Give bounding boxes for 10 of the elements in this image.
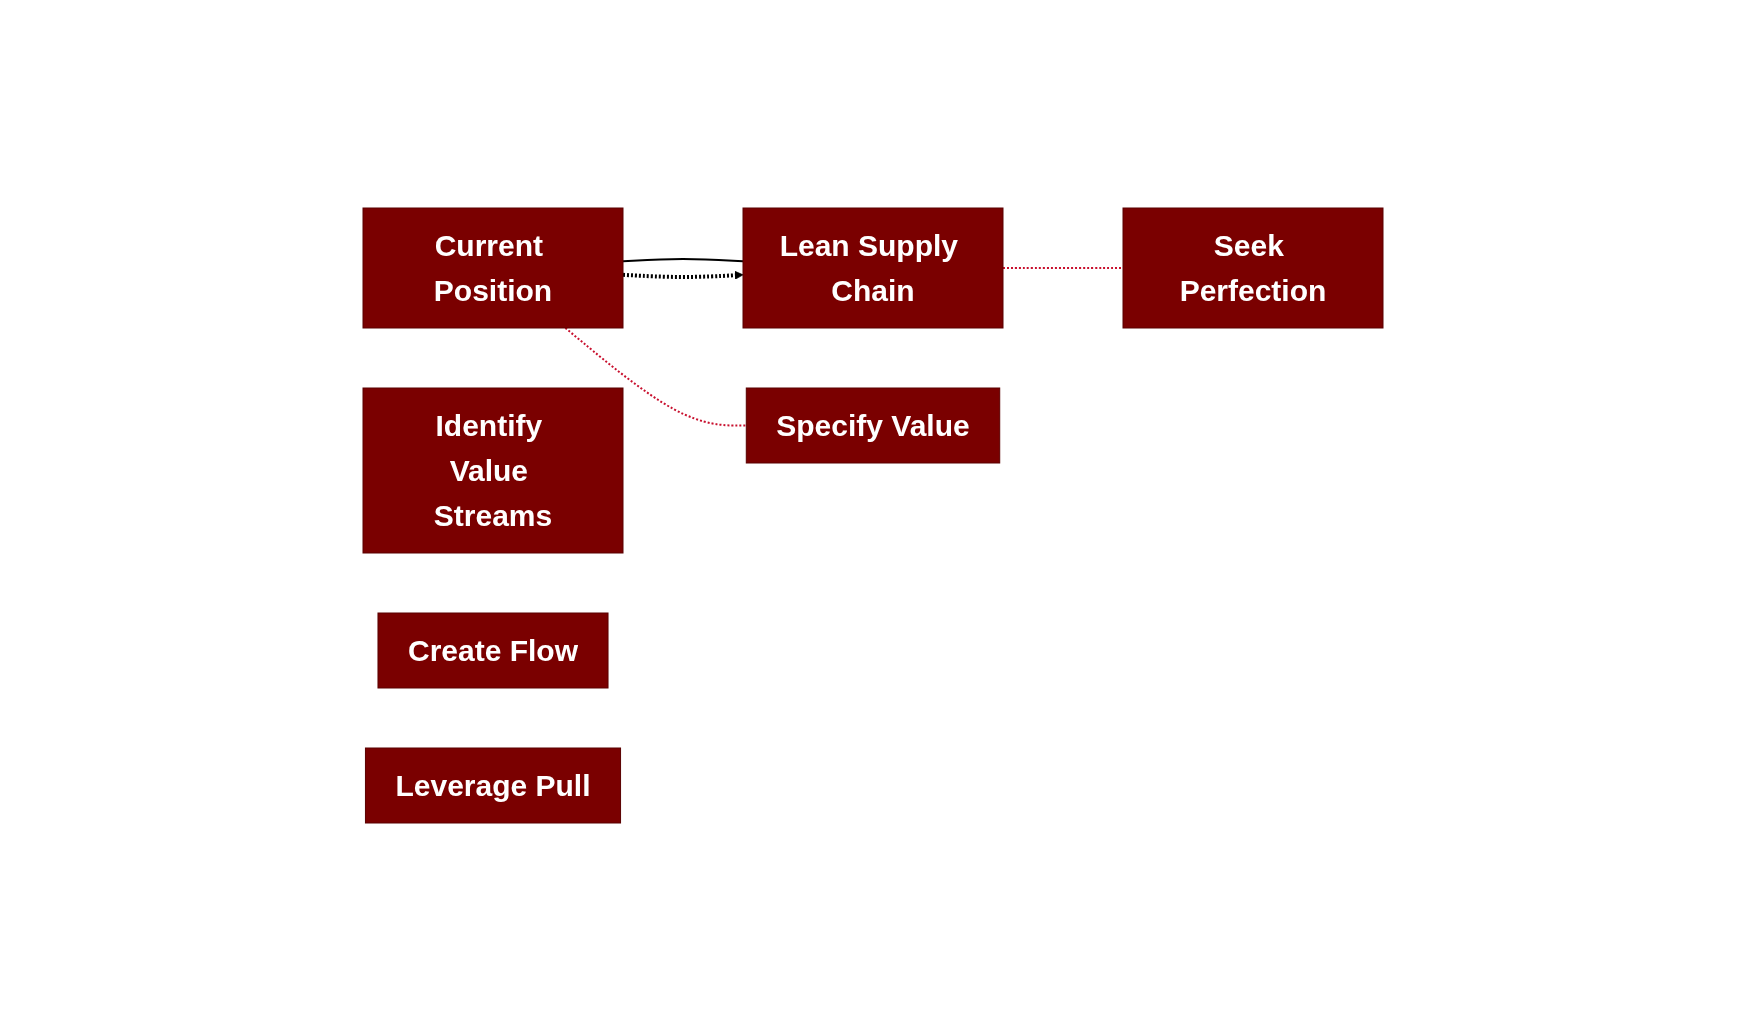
connector [1001, 267, 1124, 269]
connector [621, 258, 744, 263]
node-box: Create Flow [377, 612, 608, 689]
node-box: Leverage Pull [364, 747, 621, 824]
node-box: Identify Value Streams [362, 387, 623, 554]
arrow [622, 270, 743, 280]
node-box: Current Position [362, 207, 623, 329]
node-box: Seek Perfection [1122, 207, 1383, 329]
node-box: Lean Supply Chain [742, 207, 1003, 329]
node-box: Specify Value [745, 387, 1000, 464]
